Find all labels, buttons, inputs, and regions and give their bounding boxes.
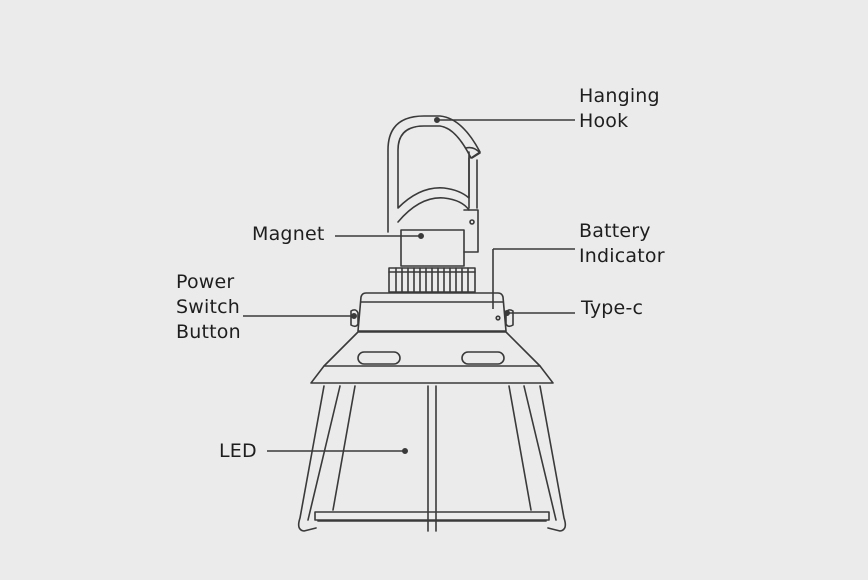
led-label-text: LED — [219, 440, 257, 462]
hanging-hook — [387, 115, 481, 253]
led-label: LED — [219, 439, 257, 464]
led-cone — [332, 385, 532, 511]
power-switch-label-line1: Power — [176, 271, 235, 293]
power-switch-label-line2: Switch — [176, 296, 241, 318]
magnet-block — [400, 229, 465, 267]
power-switch-label-line3: Button — [176, 321, 241, 343]
lantern-shade — [310, 331, 554, 384]
hanging-hook-label-line1: Hanging — [579, 85, 660, 107]
battery-indicator-label-line2: Indicator — [579, 245, 665, 267]
battery-indicator-label-line1: Battery — [579, 220, 651, 242]
type-c-label-text: Type-c — [581, 297, 644, 319]
power-switch-label: Power Switch Button — [176, 270, 241, 345]
lantern-body — [350, 292, 514, 332]
knurled-collar — [388, 267, 476, 293]
hanging-hook-label-line2: Hook — [579, 110, 629, 132]
battery-indicator-label: Battery Indicator — [579, 219, 665, 269]
magnet-label: Magnet — [252, 222, 324, 247]
type-c-label: Type-c — [581, 296, 643, 321]
magnet-label-text: Magnet — [252, 223, 325, 245]
cage-frame — [297, 385, 567, 532]
hanging-hook-label: Hanging Hook — [579, 84, 660, 134]
